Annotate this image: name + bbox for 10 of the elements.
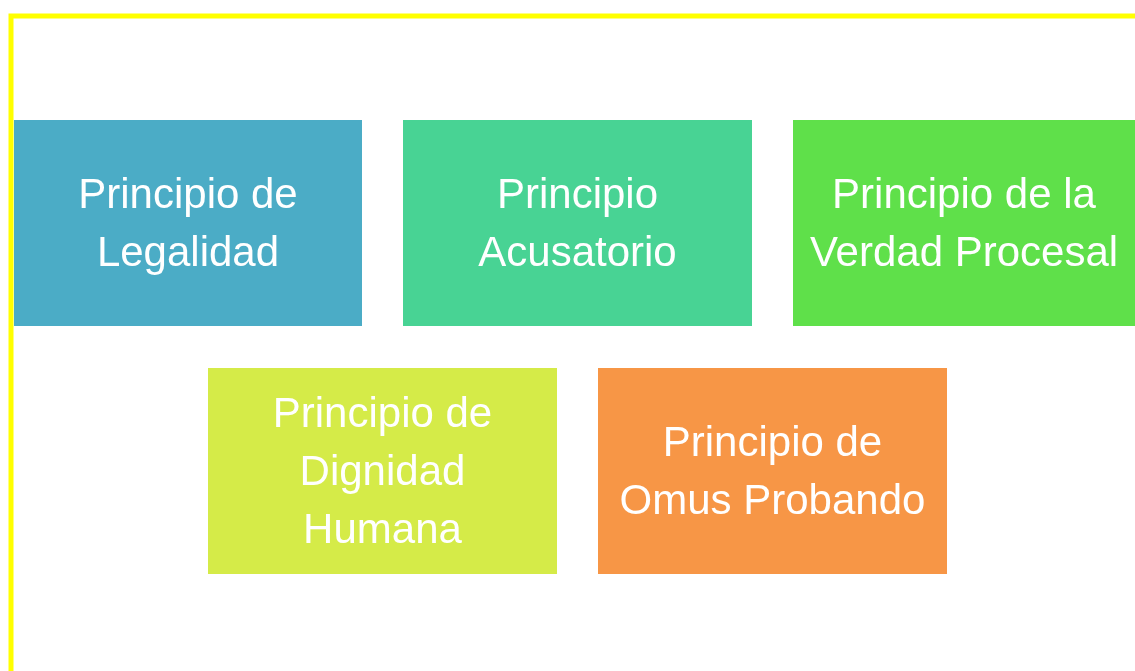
principle-box <box>208 368 557 574</box>
box-label: Principio de Omus Probando <box>618 417 927 525</box>
principle-box <box>793 120 1135 326</box>
principle-box <box>598 368 947 574</box>
principle-box <box>403 120 752 326</box>
box-label: Principio de la Verdad Procesal <box>808 169 1120 277</box>
box-label: Principio Acusatorio <box>477 169 678 277</box>
box-label: Principio de Legalidad <box>77 169 299 277</box>
principle-box <box>14 120 362 326</box>
box-label: Principio de Dignidad Humana <box>271 388 494 554</box>
